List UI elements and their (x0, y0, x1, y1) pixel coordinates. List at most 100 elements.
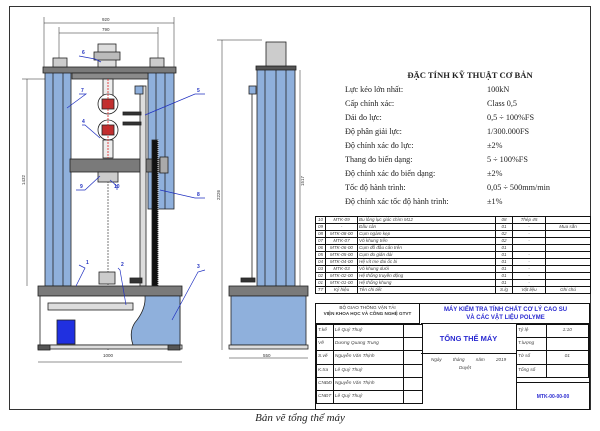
table-cell: MTK-04-00 (325, 258, 358, 266)
table-cell (545, 237, 591, 245)
machine-title-line-1: MÁY KIỂM TRA TÍNH CHẤT CƠ LÝ CAO SU (443, 307, 568, 313)
drawing-frame (9, 6, 591, 410)
side-view (217, 39, 309, 359)
spec-row: Thang đo biến dạng:5 ÷ 100%FS (345, 153, 575, 167)
spec-row: Tốc độ hành trình:0,05 ÷ 500mm/min (345, 181, 575, 195)
person-name: Lê Quý Thuỷ (332, 323, 404, 339)
technical-specs: ĐẶC TÍNH KỸ THUẬT CƠ BẢN Lực kéo lớn nhấ… (345, 70, 575, 209)
spec-row: Độ chính xác đo biến dạng:±2% (345, 167, 575, 181)
part-label-6: 6 (82, 50, 85, 56)
table-cell: Thép 45 (512, 216, 546, 224)
table-cell: 08 (315, 230, 326, 238)
table-cell: MTK-07 (325, 237, 358, 245)
table-cell: Vỏ khung trên (357, 237, 496, 245)
figure-caption: Bản vẽ tổng thể máy (255, 412, 345, 424)
table-cell: 10 (315, 216, 326, 224)
spec-value: ±1% (487, 197, 503, 206)
org-institute: VIỆN KHOA HỌC VÀ CÔNG NGHỆ GTVT (323, 311, 412, 316)
table-cell: 02 (315, 272, 326, 280)
table-cell: - (512, 279, 546, 287)
table-cell: Hệ thống truyền động (357, 272, 496, 280)
table-cell: MTK-03 (325, 265, 358, 273)
person-name: Lê Quý Thuỷ (332, 363, 404, 378)
motor (56, 319, 76, 345)
scale-label: Tỷ lệ (516, 323, 547, 339)
table-cell: 06 (315, 244, 326, 252)
scale-value: 1:10 (545, 323, 590, 339)
table-cell: Cụm ngàm kẹp (357, 230, 496, 238)
crosshead (69, 158, 161, 173)
role: Vẽ (316, 337, 334, 352)
part-label-8: 8 (197, 192, 200, 198)
table-cell: 01 (315, 279, 326, 287)
spec-label: Độ phân giải lực: (345, 127, 402, 136)
table-cell (545, 272, 591, 280)
table-cell (545, 230, 591, 238)
table-cell: 09 (315, 223, 326, 231)
spec-label: Lực kéo lớn nhất: (345, 85, 404, 94)
spec-row: Độ chính xác tốc độ hành trình: ±1% (345, 195, 575, 209)
title-block: BỘ GIAO THÔNG VẬN TẢI VIỆN KHOA HỌC VÀ C… (315, 303, 590, 410)
leader-lines (66, 55, 206, 321)
front-view (22, 17, 183, 363)
part-label-3: 3 (197, 264, 200, 270)
table-cell: - (512, 272, 546, 280)
table-cell: - (512, 251, 546, 259)
role: CNĐĐ (316, 376, 334, 391)
sheet-value: 01 (545, 350, 590, 365)
left-column-cover (44, 68, 72, 287)
table-cell: 01 (495, 279, 513, 287)
base-plate (37, 285, 183, 297)
table-cell: 02 (495, 237, 513, 245)
spec-row: Lực kéo lớn nhất: 100kN (345, 83, 575, 97)
table-cell: 05 (315, 251, 326, 259)
drawing-title: TỔNG THỂ MÁY (421, 324, 516, 354)
spec-row: Độ chính xác đo lực:±2% (345, 139, 575, 153)
part-label-10: 10 (114, 184, 120, 190)
table-cell: 08 (495, 216, 513, 224)
part-label-9: 9 (80, 184, 83, 190)
part-label-7: 7 (81, 88, 84, 94)
dim-total-height: 2226 (216, 189, 221, 200)
dim-base-width: 1000 (103, 353, 114, 358)
approved-label: Duyệt (459, 365, 472, 370)
spec-label: Độ chính xác tốc độ hành trình: (345, 197, 449, 206)
table-cell: Ghi chú (545, 286, 591, 294)
table-cell: Mua sẵn (545, 223, 591, 231)
spec-value: 0,5 ÷ 100%FS (487, 113, 535, 122)
total-value (545, 363, 590, 378)
person-name: Nguyễn Văn Thịnh (332, 376, 404, 391)
table-cell (545, 265, 591, 273)
machine-title-line-2: VÀ CÁC VẬT LIỆU POLYME (466, 315, 545, 321)
table-cell: Hệ vít me đai ốc bi (357, 258, 496, 266)
table-cell: MTK-09 (325, 216, 358, 224)
spec-row: Dải đo lực:0,5 ÷ 100%FS (345, 111, 575, 125)
role: CNĐT (316, 389, 334, 405)
spec-value: 100kN (487, 85, 510, 94)
machine-title: MÁY KIỂM TRA TÍNH CHẤT CƠ LÝ CAO SU VÀ C… (421, 304, 590, 324)
table-cell (512, 244, 546, 252)
table-cell (545, 251, 591, 259)
person-name: Lê Quý Thuỷ (332, 389, 404, 405)
person-name: Nguyễn Văn Thịnh (332, 350, 404, 365)
table-cell: Ký hiệu (325, 286, 358, 294)
total-label: Tổng số (516, 363, 547, 378)
role: K.tra (316, 363, 334, 378)
table-cell (545, 244, 591, 252)
table-cell: 01 (495, 258, 513, 266)
table-cell: 04 (315, 258, 326, 266)
spec-value: 0,05 ÷ 500mm/min (487, 183, 550, 192)
spec-label: Cấp chính xác: (345, 99, 395, 108)
table-cell: Hệ thống khung (357, 279, 496, 287)
table-cell: - (512, 237, 546, 245)
